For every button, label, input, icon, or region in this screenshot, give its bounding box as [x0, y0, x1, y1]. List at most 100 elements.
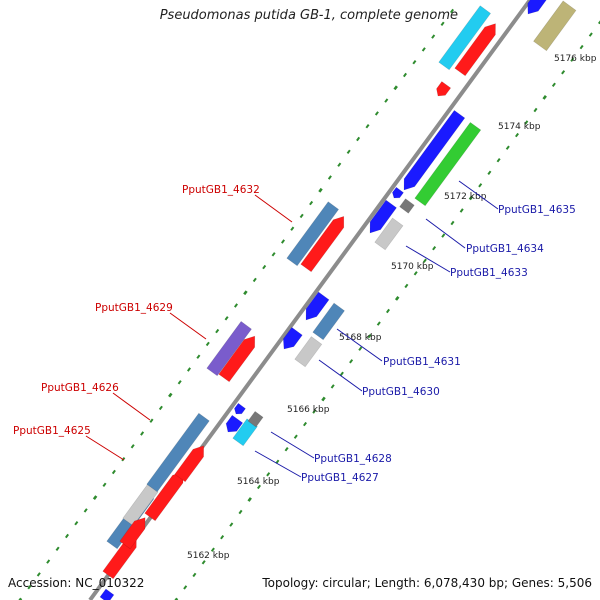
- scale-tick: [36, 572, 41, 577]
- scale-tick: [339, 371, 344, 376]
- gene-block-red[interactable]: [454, 23, 496, 77]
- scale-tick: [337, 162, 342, 167]
- scale-tick: [102, 482, 107, 487]
- scale-tick: [374, 111, 379, 116]
- scale-tick: [309, 200, 314, 206]
- gene-block-darkgray[interactable]: [399, 198, 415, 214]
- gene-block-blue[interactable]: [99, 588, 115, 600]
- scale-tick: [234, 303, 238, 308]
- scale-tick: [74, 520, 79, 526]
- scale-tick: [487, 170, 492, 175]
- scale-tick: [496, 158, 501, 163]
- scale-tick: [187, 367, 191, 372]
- scale-label-5166: 5166 kbp: [287, 405, 330, 415]
- scale-tick: [385, 308, 391, 314]
- scale-label-5168: 5168 kbp: [339, 333, 382, 343]
- gene-pputgb1-4626[interactable]: [146, 412, 210, 493]
- gene-features: [99, 0, 577, 600]
- gene-label-pputgb1-4632[interactable]: PputGB1_4632: [182, 184, 260, 196]
- gene-pputgb1-4630[interactable]: [294, 336, 323, 368]
- gene-block-blue[interactable]: [369, 199, 397, 234]
- scale-tick: [65, 533, 69, 539]
- scale-tick: [46, 559, 51, 564]
- gene-label-pputgb1-4634[interactable]: PputGB1_4634: [466, 243, 544, 255]
- scale-tick: [384, 98, 389, 103]
- scale-tick: [570, 57, 575, 62]
- gene-block-red[interactable]: [174, 445, 205, 483]
- scale-tick: [542, 95, 547, 100]
- scale-tick: [432, 246, 437, 251]
- scale-tick: [327, 175, 332, 180]
- scale-tick: [524, 120, 529, 125]
- scale-tick: [174, 597, 179, 600]
- scale-label-5176: 5176 kbp: [554, 54, 597, 64]
- gene-label-pputgb1-4635[interactable]: PputGB1_4635: [498, 204, 576, 216]
- scale-tick: [224, 316, 229, 321]
- scale-tick: [422, 258, 427, 263]
- gene-block-darkgray[interactable]: [247, 410, 264, 428]
- gene-block-cyan[interactable]: [438, 5, 492, 71]
- scale-tick: [459, 208, 464, 213]
- gene-pputgb1-4627[interactable]: [232, 418, 258, 447]
- gene-block-red[interactable]: [119, 517, 146, 550]
- scale-tick: [299, 213, 304, 219]
- scale-tick: [92, 495, 98, 500]
- right-gene-labels: PputGB1_4635 PputGB1_4634 PputGB1_4633 P…: [301, 204, 576, 484]
- scale-tick: [505, 145, 510, 150]
- gene-block-red[interactable]: [300, 215, 345, 273]
- gene-label-pputgb1-4625[interactable]: PputGB1_4625: [13, 425, 91, 437]
- gene-block-blue[interactable]: [282, 326, 303, 350]
- scale-tick: [367, 333, 372, 339]
- scale-tick: [220, 534, 225, 540]
- scale-label-5170: 5170 kbp: [391, 262, 434, 272]
- gene-block-blue[interactable]: [305, 291, 330, 321]
- scale-tick: [413, 271, 418, 276]
- scale-tick: [312, 409, 317, 414]
- gene-block-olive[interactable]: [533, 0, 577, 52]
- gene-label-pputgb1-4630[interactable]: PputGB1_4630: [362, 386, 440, 398]
- scale-tick: [365, 123, 370, 129]
- gene-pputgb1-4631[interactable]: [312, 302, 345, 341]
- gene-block-blue[interactable]: [234, 402, 246, 415]
- gene-pputgb1-4628[interactable]: [225, 414, 244, 433]
- gene-block-blue[interactable]: [527, 0, 548, 15]
- gene-block-red[interactable]: [436, 81, 452, 97]
- scale-tick: [215, 328, 220, 334]
- scale-tick: [271, 252, 276, 257]
- gene-pputgb1-4629[interactable]: [206, 320, 252, 377]
- gene-pputgb1-4632[interactable]: [286, 201, 340, 267]
- genome-summary-label: Topology: circular; Length: 6,078,430 bp…: [262, 576, 592, 590]
- gene-label-pputgb1-4633[interactable]: PputGB1_4633: [450, 267, 528, 279]
- scale-tick: [394, 296, 400, 301]
- scale-tick: [83, 508, 88, 513]
- scale-tick: [158, 405, 163, 411]
- gene-block-blue[interactable]: [392, 186, 404, 199]
- scale-tick: [140, 431, 145, 436]
- gene-pputgb1-4634[interactable]: [403, 109, 466, 191]
- gene-label-pputgb1-4627[interactable]: PputGB1_4627: [301, 472, 379, 484]
- gene-pputgb1-4635[interactable]: [414, 121, 482, 207]
- scale-label-5172: 5172 kbp: [444, 192, 487, 202]
- gene-label-pputgb1-4626[interactable]: PputGB1_4626: [41, 382, 119, 394]
- scale-tick: [402, 72, 408, 78]
- scale-tick: [266, 472, 271, 477]
- scale-tick: [404, 283, 409, 289]
- scale-tick: [514, 132, 520, 138]
- scale-tick: [321, 396, 326, 402]
- gene-label-pputgb1-4631[interactable]: PputGB1_4631: [383, 356, 461, 368]
- gene-block-red[interactable]: [218, 335, 256, 383]
- gene-pputgb1-4633[interactable]: [374, 217, 404, 251]
- gene-label-pputgb1-4629[interactable]: PputGB1_4629: [95, 302, 173, 314]
- scale-label-5164: 5164 kbp: [237, 477, 280, 487]
- scale-tick: [441, 233, 446, 238]
- scale-tick: [27, 584, 32, 590]
- scale-tick: [421, 47, 426, 52]
- scale-tick: [168, 392, 173, 398]
- scale-tick: [293, 434, 298, 439]
- scale-tick: [551, 82, 556, 87]
- scale-tick: [440, 21, 445, 26]
- scale-tick: [561, 70, 566, 75]
- scale-tick: [468, 195, 474, 201]
- gene-label-pputgb1-4628[interactable]: PputGB1_4628: [314, 453, 392, 465]
